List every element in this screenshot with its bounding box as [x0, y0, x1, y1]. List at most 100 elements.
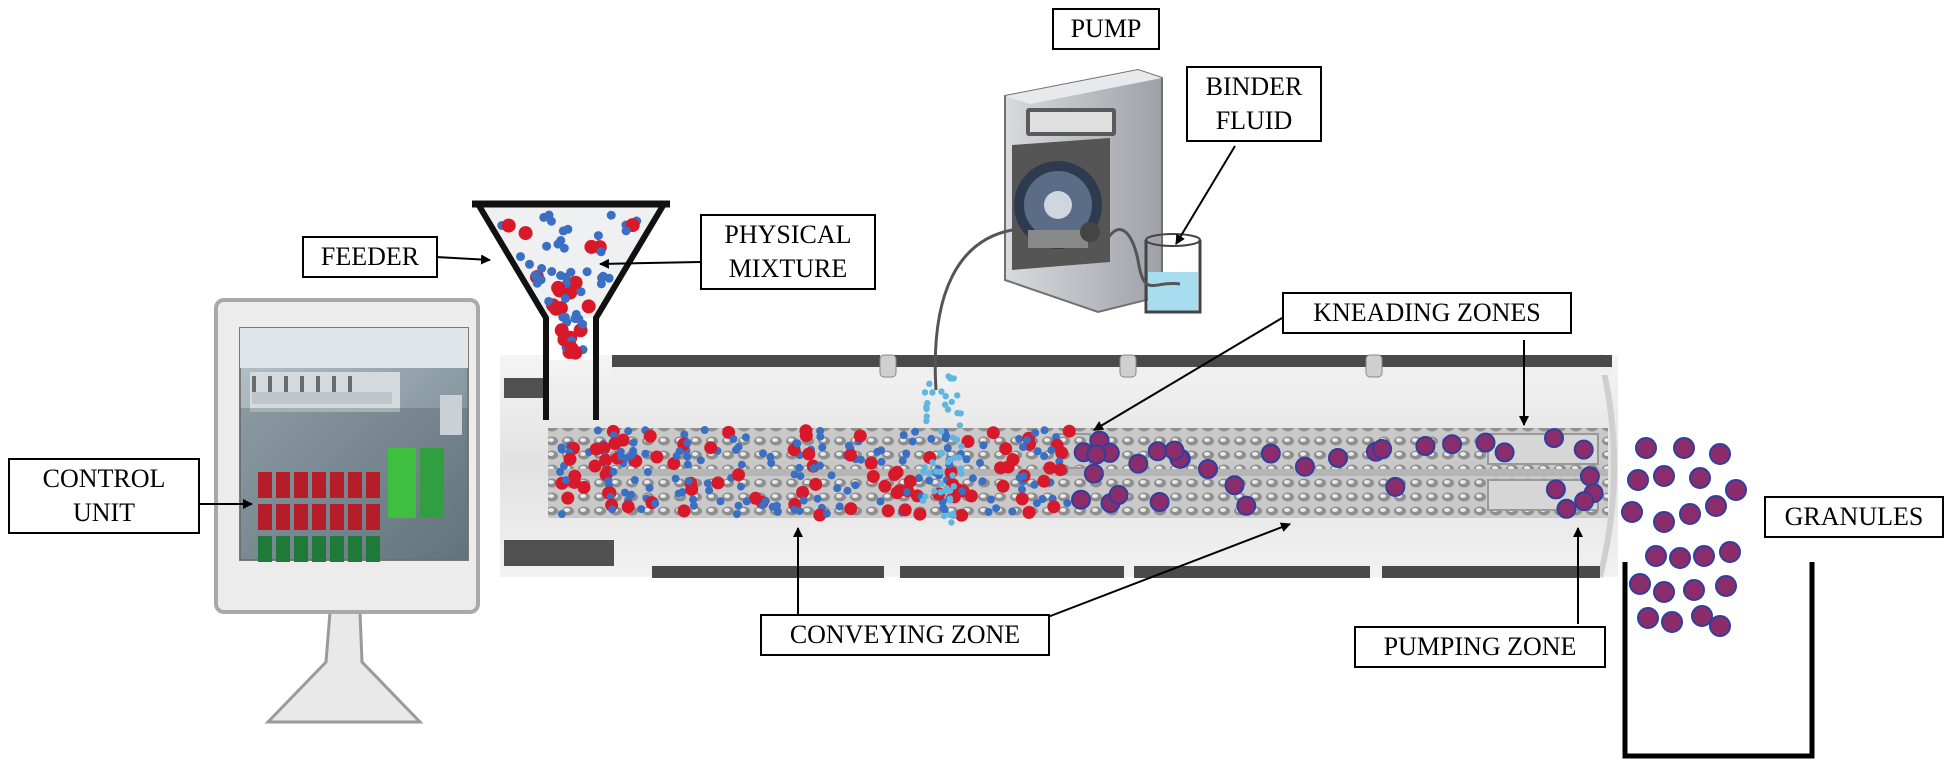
granule — [1083, 463, 1104, 484]
label-binder-fluid: BINDER FLUID — [1186, 66, 1322, 142]
granule — [1653, 465, 1675, 487]
granule — [1236, 495, 1257, 516]
excipient-particle — [734, 501, 743, 510]
excipient-particle — [593, 426, 602, 435]
excipient-particle — [902, 449, 911, 458]
screen-readout — [366, 504, 380, 530]
granule — [1328, 448, 1348, 468]
excipient-particle — [976, 458, 984, 467]
api-particle — [809, 477, 823, 491]
api-particle — [799, 424, 813, 438]
binder-droplet — [926, 470, 933, 477]
excipient-particle — [1038, 495, 1047, 503]
granule — [1709, 615, 1731, 637]
api-particle — [964, 489, 978, 503]
label-pumping-zone-text: PUMPING ZONE — [1383, 632, 1577, 661]
binder-droplet — [938, 428, 945, 435]
label-conveying-zone-text: CONVEYING ZONE — [789, 620, 1021, 649]
granule — [1629, 573, 1651, 595]
granule — [1128, 453, 1149, 474]
excipient-particle — [1031, 428, 1040, 437]
excipient-particle — [1033, 447, 1042, 456]
excipient-particle — [793, 439, 802, 448]
api-particle — [1047, 500, 1061, 514]
binder-droplet — [957, 465, 964, 472]
binder-droplet — [938, 480, 945, 487]
screen-readout — [258, 504, 272, 530]
binder-droplet — [956, 422, 964, 429]
excipient-particle — [516, 252, 525, 262]
granule — [1544, 428, 1564, 449]
label-control-unit-line2: UNIT — [72, 498, 136, 527]
arrow-conveying-2 — [1039, 522, 1291, 621]
excipient-particle — [560, 312, 570, 322]
screen-readout — [330, 472, 344, 498]
excipient-particle — [546, 216, 556, 226]
api-particle — [667, 457, 681, 470]
api-particle — [796, 485, 810, 499]
binder-droplet — [945, 458, 952, 466]
excipient-particle — [984, 508, 993, 516]
api-particle — [749, 491, 762, 505]
api-particle — [577, 480, 591, 494]
label-granules: GRANULES — [1764, 496, 1944, 538]
screen-machine-post — [348, 376, 352, 396]
excipient-particle — [606, 210, 616, 220]
excipient-particle — [816, 432, 825, 441]
label-conveying-zone: CONVEYING ZONE — [760, 614, 1050, 656]
excipient-particle — [1019, 443, 1027, 451]
excipient-particle — [927, 434, 936, 443]
label-pumping-zone: PUMPING ZONE — [1354, 626, 1606, 668]
binder-droplet — [931, 487, 938, 495]
excipient-particle — [827, 471, 836, 480]
excipient-particle — [556, 271, 566, 280]
excipient-particle — [542, 241, 552, 251]
excipient-particle — [851, 481, 860, 490]
screen-machine-rail — [252, 392, 392, 404]
excipient-particle — [813, 494, 822, 503]
screen-machine-post — [268, 376, 272, 396]
label-kneading-zones-text: KNEADING ZONES — [1313, 298, 1541, 327]
api-particle — [643, 429, 657, 443]
binder-droplet — [948, 398, 955, 406]
binder-droplet — [954, 409, 961, 417]
excipient-particle — [843, 486, 852, 495]
excipient-particle — [537, 264, 547, 273]
granule — [1494, 442, 1515, 463]
excipient-particle — [876, 497, 885, 506]
screen-readout — [348, 472, 362, 498]
binder-droplet — [937, 489, 944, 496]
api-particle — [878, 479, 892, 493]
excipient-particle — [716, 497, 725, 506]
api-particle — [677, 504, 691, 518]
arrow-binder-fluid — [1175, 145, 1236, 245]
api-particle — [866, 470, 880, 483]
granule — [1621, 501, 1643, 523]
excipient-particle — [533, 277, 543, 287]
excipient-particle — [795, 463, 804, 472]
api-particle — [864, 456, 878, 470]
excipient-particle — [566, 267, 576, 277]
api-particle — [563, 452, 577, 466]
excipient-particle — [809, 464, 818, 473]
excipient-particle — [630, 476, 639, 484]
excipient-particle — [741, 433, 750, 442]
api-particle — [1043, 461, 1057, 475]
api-particle — [996, 479, 1010, 493]
excipient-particle — [759, 449, 767, 458]
excipient-particle — [796, 472, 805, 481]
granule — [1385, 476, 1406, 497]
binder-droplet — [926, 380, 933, 387]
excipient-particle — [678, 488, 687, 497]
excipient-particle — [683, 460, 692, 469]
label-binder-fluid-line1: BINDER — [1205, 72, 1303, 101]
label-physical-mixture-line1: PHYSICAL — [724, 220, 852, 249]
binder-droplet — [942, 393, 949, 400]
label-control-unit-line1: CONTROL — [42, 464, 166, 493]
excipient-particle — [671, 474, 680, 483]
extruder — [500, 354, 1618, 578]
api-particle — [802, 447, 816, 461]
screen-readout — [348, 536, 362, 562]
excipient-particle — [1032, 499, 1041, 508]
excipient-particle — [525, 259, 534, 269]
